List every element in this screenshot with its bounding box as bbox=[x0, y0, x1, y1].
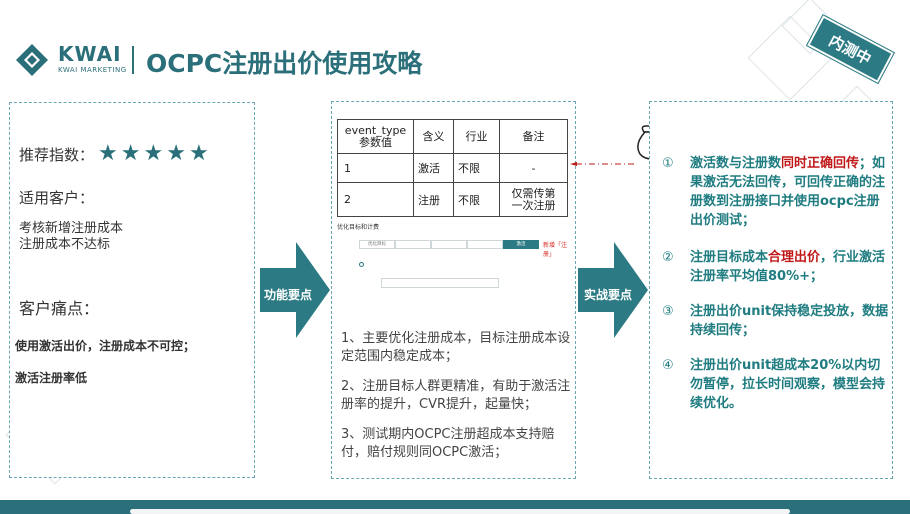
table-cell: 1 bbox=[337, 153, 414, 183]
star-icon: ★ bbox=[166, 141, 186, 166]
mini-tab[interactable]: 优化目标 bbox=[359, 240, 395, 249]
mini-red-note: 新增「注册」 bbox=[543, 242, 568, 258]
status-badge: 内测中 bbox=[806, 13, 895, 85]
table-header-cell: 行业 bbox=[453, 119, 500, 154]
mini-tab[interactable] bbox=[431, 240, 467, 249]
star-icon: ★ bbox=[98, 141, 118, 166]
recommend-rating: 推荐指数： ★ ★ ★ ★ ★ bbox=[19, 143, 212, 165]
practice-point-1: ① 激活数与注册数同时正确回传；如果激活无法回传，可回传正确的注册数到注册接口并… bbox=[662, 156, 886, 228]
pain-label: 客户痛点： bbox=[19, 299, 100, 318]
point-number: ③ bbox=[662, 304, 674, 319]
table-cell: 注册 bbox=[413, 182, 454, 217]
feature-point-2: 2、注册目标人群更精准，有助于激活注册率的提升，CVR提升，起量快； bbox=[341, 379, 571, 412]
logo-subtitle: KWAI MARKETING bbox=[58, 66, 127, 74]
settings-screenshot: 优化目标和计费 优化目标 激活 新增「注册」 bbox=[337, 222, 573, 302]
star-icon: ★ bbox=[188, 141, 209, 166]
point-number: ① bbox=[662, 156, 674, 171]
mini-tab-active[interactable]: 激活 bbox=[503, 240, 539, 249]
kwai-logo-icon bbox=[16, 44, 48, 76]
arrow-feature-icon bbox=[260, 242, 330, 338]
client-profile-panel: 推荐指数： ★ ★ ★ ★ ★ 适用客户： 考核新增注册成本 注册成本不达标 客… bbox=[9, 102, 255, 478]
point-number: ④ bbox=[662, 358, 674, 373]
table-row: 1 激活 不限 - bbox=[337, 153, 568, 183]
kwai-logo: KWAI KWAI MARKETING bbox=[14, 38, 134, 82]
arrow-practice-icon bbox=[578, 242, 648, 338]
table-cell: 仅需传第一次注册 bbox=[499, 182, 568, 217]
arrow-feature-label: 功能要点 bbox=[264, 288, 313, 302]
table-row: 2 注册 不限 仅需传第一次注册 bbox=[337, 182, 568, 217]
table-cell: - bbox=[499, 153, 568, 183]
page-title: OCPC注册出价使用攻略 bbox=[146, 49, 423, 78]
clients-line-1: 考核新增注册成本 bbox=[19, 221, 124, 236]
practice-point-4: ④ 注册出价unit超成本20%以内切勿暂停，拉长时间观察，模型会持续优化。 bbox=[662, 358, 886, 411]
mini-input[interactable] bbox=[381, 278, 499, 288]
table-cell: 不限 bbox=[453, 182, 500, 217]
table-header-cell: 备注 bbox=[499, 119, 568, 154]
mini-tab[interactable] bbox=[467, 240, 503, 249]
table-header-cell: 含义 bbox=[413, 119, 454, 154]
practice-point-3: ③ 注册出价unit保持稳定投放，数据持续回传； bbox=[662, 304, 889, 338]
pain-point-1: 使用激活出价，注册成本不可控； bbox=[15, 339, 196, 353]
practice-panel: ① 激活数与注册数同时正确回传；如果激活无法回传，可回传正确的注册数到注册接口并… bbox=[649, 101, 893, 479]
title-separator bbox=[132, 46, 134, 74]
arrow-practice-label: 实战要点 bbox=[584, 288, 633, 302]
logo-wordmark: KWAI bbox=[58, 42, 122, 66]
feature-point-1: 1、主要优化注册成本，目标注册成本设定范围内稳定成本； bbox=[341, 331, 571, 364]
mini-tab[interactable] bbox=[395, 240, 431, 249]
table-cell: 不限 bbox=[453, 153, 500, 183]
feature-point-3: 3、测试期内OCPC注册超成本支持赔付，赔付规则同OCPC激活； bbox=[341, 427, 555, 460]
connector-line bbox=[570, 162, 634, 166]
rating-label: 推荐指数： bbox=[19, 145, 95, 164]
clients-line-2: 注册成本不达标 bbox=[19, 237, 111, 252]
mini-radio-row bbox=[359, 262, 364, 268]
footer-highlight bbox=[130, 509, 790, 514]
table-cell: 2 bbox=[337, 182, 414, 217]
mini-title: 优化目标和计费 bbox=[337, 224, 380, 231]
practice-point-2: ② 注册目标成本合理出价，行业激活注册率平均值80%+； bbox=[662, 250, 886, 284]
radio-icon[interactable] bbox=[359, 262, 364, 267]
rating-stars: ★ ★ ★ ★ ★ bbox=[98, 143, 212, 165]
point-number: ② bbox=[662, 250, 674, 265]
clients-label: 适用客户： bbox=[19, 189, 95, 207]
pain-point-2: 激活注册率低 bbox=[15, 371, 88, 385]
table-cell: 激活 bbox=[413, 153, 454, 183]
mini-tab-row: 优化目标 激活 bbox=[359, 240, 539, 249]
star-icon: ★ bbox=[143, 141, 164, 166]
star-icon: ★ bbox=[120, 141, 141, 166]
